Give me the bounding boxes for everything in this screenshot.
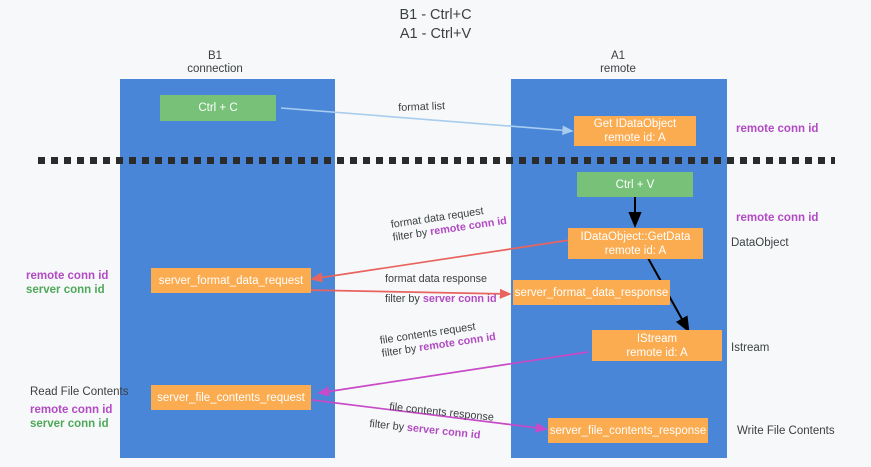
- label-left-server-conn-id: server conn id: [26, 284, 105, 296]
- filter-prefix-4: filter by: [368, 417, 408, 434]
- box-istream[interactable]: IStream remote id: A: [592, 330, 722, 361]
- box-ctrl-c[interactable]: Ctrl + C: [160, 95, 276, 121]
- filter-key-server-conn-id-2: server conn id: [406, 421, 482, 442]
- label-right-dataobject: DataObject: [731, 237, 789, 249]
- column-header-b1-sub: connection: [187, 63, 243, 75]
- label-left-server-conn-id-2: server conn id: [30, 418, 109, 430]
- diagram-title: B1 - Ctrl+C A1 - Ctrl+V: [399, 7, 472, 42]
- column-header-a1-name: A1: [610, 50, 626, 62]
- label-right-remote-conn-id-mid: remote conn id: [736, 212, 819, 224]
- arrow-label-format-data-request: format data request filter by remote con…: [390, 202, 508, 245]
- arrow-label-format-data-response: format data response filter by server co…: [385, 273, 497, 306]
- box-server-format-data-request[interactable]: server_format_data_request: [151, 268, 311, 293]
- filter-prefix-2: filter by: [385, 293, 423, 305]
- box-server-file-contents-request[interactable]: server_file_contents_request: [151, 385, 311, 410]
- filter-key-server-conn-id: server conn id: [422, 293, 497, 305]
- label-left-read-file-contents: Read File Contents: [30, 386, 129, 398]
- box-idataobject-getdata[interactable]: IDataObject::GetData remote id: A: [568, 228, 703, 259]
- box-idataobject[interactable]: Get IDataObject remote id: A: [574, 116, 696, 146]
- label-left-remote-conn-id-2: remote conn id: [30, 404, 113, 416]
- column-header-b1: B1 connection: [145, 50, 285, 76]
- label-left-remote-conn-id: remote conn id: [26, 270, 109, 282]
- box-server-format-data-response[interactable]: server_format_data_response: [513, 280, 670, 305]
- box-server-file-contents-response[interactable]: server_file_contents_response: [548, 418, 708, 443]
- arrow-label-format-data-response-line1: format data response: [385, 273, 488, 285]
- label-right-istream: Istream: [731, 342, 770, 354]
- column-header-a1: A1 remote: [548, 50, 688, 76]
- label-right-remote-conn-id-top: remote conn id: [736, 123, 819, 135]
- arrow-label-file-contents-request: file contents request filter by remote c…: [379, 318, 497, 361]
- box-ctrl-v[interactable]: Ctrl + V: [577, 172, 693, 197]
- arrow-label-file-contents-response: file contents response filter by server …: [369, 399, 495, 444]
- column-header-b1-name: B1: [207, 50, 223, 62]
- label-right-write-file-contents: Write File Contents: [737, 425, 835, 437]
- arrow-label-format-list: format list: [398, 100, 445, 115]
- arrow-label-format-list-text: format list: [398, 100, 446, 114]
- arrow-label-format-data-response-line2: filter by server conn id: [385, 293, 497, 306]
- column-header-a1-sub: remote: [600, 63, 636, 75]
